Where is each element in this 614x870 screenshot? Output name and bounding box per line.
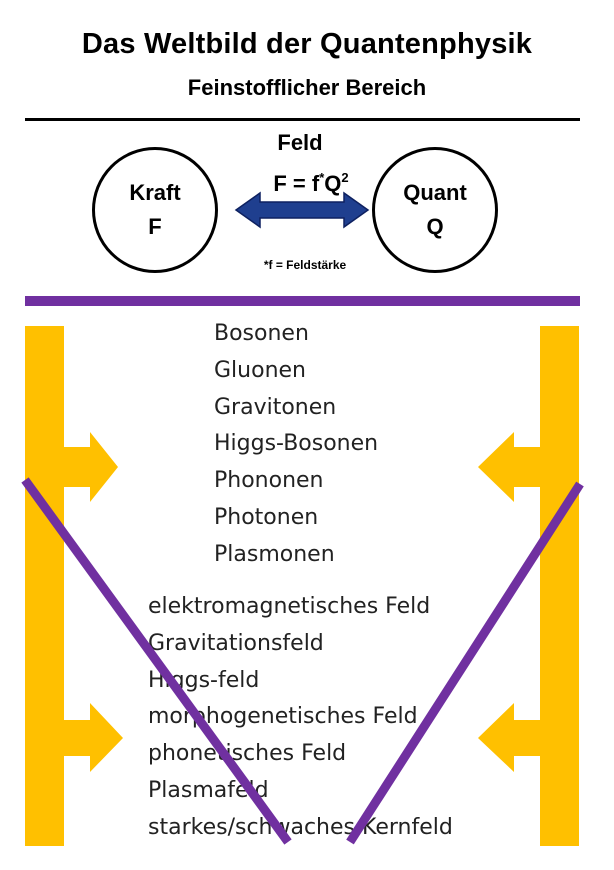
list-item: morphogenetisches Feld bbox=[148, 704, 418, 730]
arrow-left-upper-icon bbox=[478, 432, 544, 502]
formula-star: * bbox=[319, 170, 325, 185]
quant-label: Quant bbox=[403, 180, 467, 205]
list-item: Bosonen bbox=[214, 321, 309, 346]
list-item: elektromagnetisches Feld bbox=[148, 594, 431, 619]
page-title: Das Weltbild der Quantenphysik bbox=[81, 28, 533, 60]
list-item: Gravitationsfeld bbox=[148, 630, 324, 656]
field-formula: F = f*Q2 bbox=[236, 170, 386, 197]
formula-q: Q bbox=[324, 171, 342, 196]
force-circle: Kraft F bbox=[92, 147, 218, 273]
list-item: starkes/schwaches Kernfeld bbox=[148, 814, 453, 840]
arrow-right-lower-icon bbox=[60, 703, 123, 772]
arrow-right-upper-icon bbox=[60, 432, 118, 502]
left-bar bbox=[25, 326, 64, 846]
double-arrow-icon bbox=[234, 191, 370, 229]
force-label: Kraft bbox=[129, 180, 181, 205]
header-divider bbox=[25, 118, 580, 121]
footnote: *f = Feldstärke bbox=[263, 258, 347, 272]
list-item: Phononen bbox=[214, 468, 324, 494]
section-divider bbox=[25, 296, 580, 306]
field-label: Feld bbox=[277, 130, 323, 155]
list-item: Photonen bbox=[214, 504, 319, 530]
right-bar bbox=[540, 326, 579, 846]
formula-exponent: 2 bbox=[341, 170, 349, 185]
list-item: Plasmafeld bbox=[148, 777, 269, 803]
page-subtitle: Feinstofflicher Bereich bbox=[187, 75, 427, 100]
list-item: phonetisches Feld bbox=[148, 741, 347, 767]
list-item: Higgs-feld bbox=[148, 667, 260, 693]
arrow-left-lower-icon bbox=[478, 703, 544, 772]
list-item: Gluonen bbox=[214, 357, 306, 383]
list-item: Higgs-Bosonen bbox=[214, 431, 379, 457]
bosonen-list: Bosonen Gluonen Gravitonen Higgs-Bosonen… bbox=[214, 316, 378, 574]
list-item: Gravitonen bbox=[214, 394, 337, 420]
force-symbol: F bbox=[148, 214, 162, 239]
felder-list: elektromagnetisches Feld Gravitationsfel… bbox=[148, 589, 453, 847]
list-item: Plasmonen bbox=[214, 541, 335, 567]
formula-prefix: F = f bbox=[273, 171, 320, 196]
quant-circle: Quant Q bbox=[372, 147, 498, 273]
quant-symbol: Q bbox=[426, 214, 444, 239]
